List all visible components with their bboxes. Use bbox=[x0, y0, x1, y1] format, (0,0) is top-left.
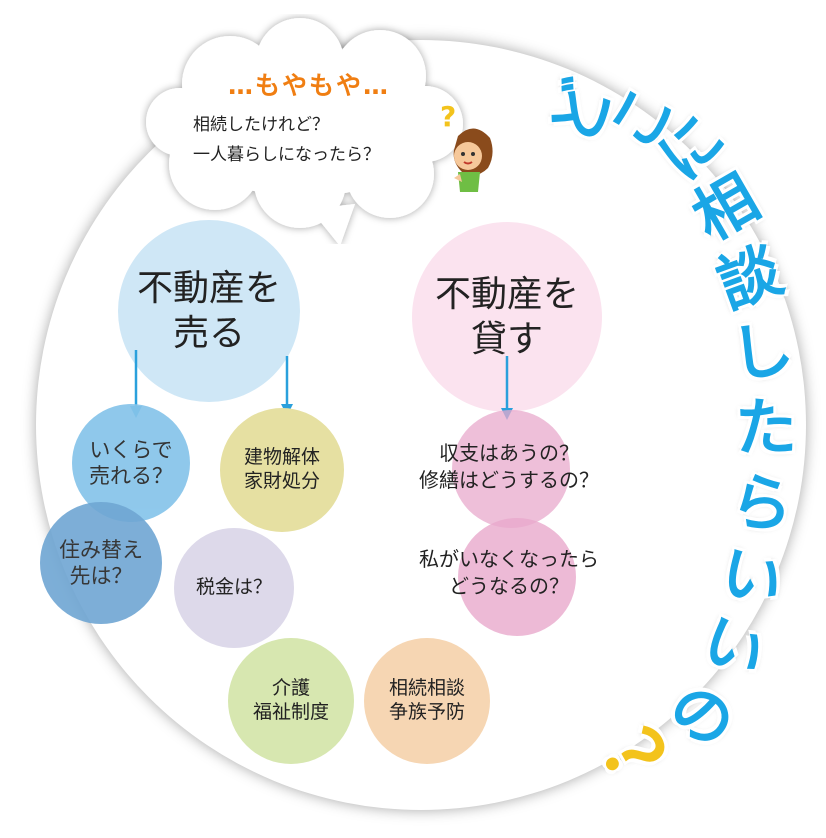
how-much-line-2: 売れる？ bbox=[89, 464, 173, 488]
moving-line-2: 先は？ bbox=[69, 564, 133, 588]
care-line-1: 介護 bbox=[271, 677, 310, 700]
demolition-bubble: 建物解体 家財処分 bbox=[220, 408, 344, 532]
income-line-2: 修繕はどうするの？ bbox=[419, 468, 599, 492]
income-bubble bbox=[452, 410, 570, 528]
moving-line-1: 住み替え bbox=[59, 537, 143, 562]
care-bubble: 介護 福祉制度 bbox=[228, 638, 354, 764]
tax-bubble: 税金は？ bbox=[174, 528, 294, 648]
sell-line-2: 売る bbox=[172, 313, 245, 354]
after-me-line-1: 私がいなくなったら bbox=[419, 547, 599, 571]
sell-circle: 不動産を 売る bbox=[118, 220, 300, 402]
inheritance-line-1: 相続相談 bbox=[388, 677, 465, 700]
how-much-bubble: いくらで 売れる？ bbox=[72, 404, 190, 522]
after-me-bubble bbox=[458, 518, 576, 636]
moving-bubble: 住み替え 先は？ bbox=[40, 502, 162, 624]
thought-mutter: …もやもや… bbox=[228, 71, 391, 100]
demolition-line-1: 建物解体 bbox=[243, 446, 320, 469]
lend-line-2: 貸す bbox=[470, 319, 543, 360]
headline-char: し bbox=[726, 311, 798, 392]
income-line-1: 収支はあうの？ bbox=[439, 441, 579, 465]
tax-line-1: 税金は？ bbox=[195, 576, 272, 599]
headline-char: ら bbox=[726, 463, 798, 544]
headline: ど こ に 相 談 し た ら い い の ？ bbox=[537, 70, 798, 836]
thought-cloud bbox=[146, 18, 463, 244]
svg-text:?: ? bbox=[440, 100, 456, 133]
care-line-2: 福祉制度 bbox=[252, 701, 329, 723]
thinking-character-icon: ? bbox=[440, 100, 493, 192]
demolition-line-2: 家財処分 bbox=[243, 470, 320, 492]
how-much-line-1: いくらで bbox=[89, 437, 173, 462]
inheritance-bubble: 相続相談 争族予防 bbox=[364, 638, 490, 764]
after-me-line-2: どうなるの？ bbox=[449, 574, 569, 598]
inheritance-line-2: 争族予防 bbox=[388, 701, 465, 723]
after-me-text: 私がいなくなったら どうなるの？ bbox=[384, 546, 634, 600]
lend-line-1: 不動産を bbox=[434, 274, 579, 315]
thought-question-2: 一人暮らしになったら？ bbox=[193, 145, 380, 165]
sell-line-1: 不動産を bbox=[136, 268, 281, 309]
thought-question-1: 相続したけれど？ bbox=[193, 115, 329, 135]
income-text: 収支はあうの？ 修繕はどうするの？ bbox=[384, 440, 634, 494]
headline-char: た bbox=[734, 391, 797, 464]
